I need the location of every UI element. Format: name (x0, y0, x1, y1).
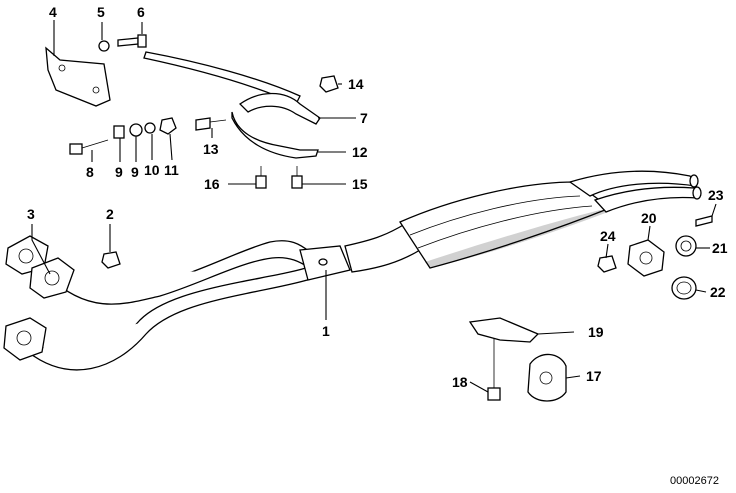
callout-9-second: 9 (131, 164, 139, 180)
exhaust-pipe-assembly[interactable] (3, 170, 702, 371)
callout-5: 5 (97, 4, 105, 20)
callout-17: 17 (586, 368, 602, 384)
callout-24: 24 (600, 228, 616, 244)
callout-9-first: 9 (115, 164, 123, 180)
callout-2: 2 (106, 206, 114, 222)
callout-1: 1 (322, 323, 330, 339)
callout-15: 15 (352, 176, 368, 192)
callout-3: 3 (27, 206, 35, 222)
callout-22: 22 (710, 284, 726, 300)
callout-19: 19 (588, 324, 604, 340)
callout-6: 6 (137, 4, 145, 20)
callout-20: 20 (641, 210, 657, 226)
callout-14: 14 (348, 76, 364, 92)
callout-23: 23 (708, 187, 724, 203)
callout-4: 4 (49, 4, 57, 20)
hardware-parts[interactable] (45, 34, 713, 402)
callout-10: 10 (144, 162, 160, 178)
callout-16: 16 (204, 176, 220, 192)
callout-8: 8 (86, 164, 94, 180)
callout-11: 11 (164, 162, 179, 178)
callout-12: 12 (352, 144, 368, 160)
callout-18: 18 (452, 374, 468, 390)
callout-13: 13 (203, 141, 219, 157)
callout-labels: 4 5 6 14 7 12 13 8 9 9 10 11 16 15 3 2 1… (27, 4, 728, 390)
image-code: 00002672 (670, 475, 719, 487)
callout-21: 21 (712, 240, 728, 256)
callout-leader-lines (31, 20, 717, 393)
callout-7: 7 (360, 110, 368, 126)
